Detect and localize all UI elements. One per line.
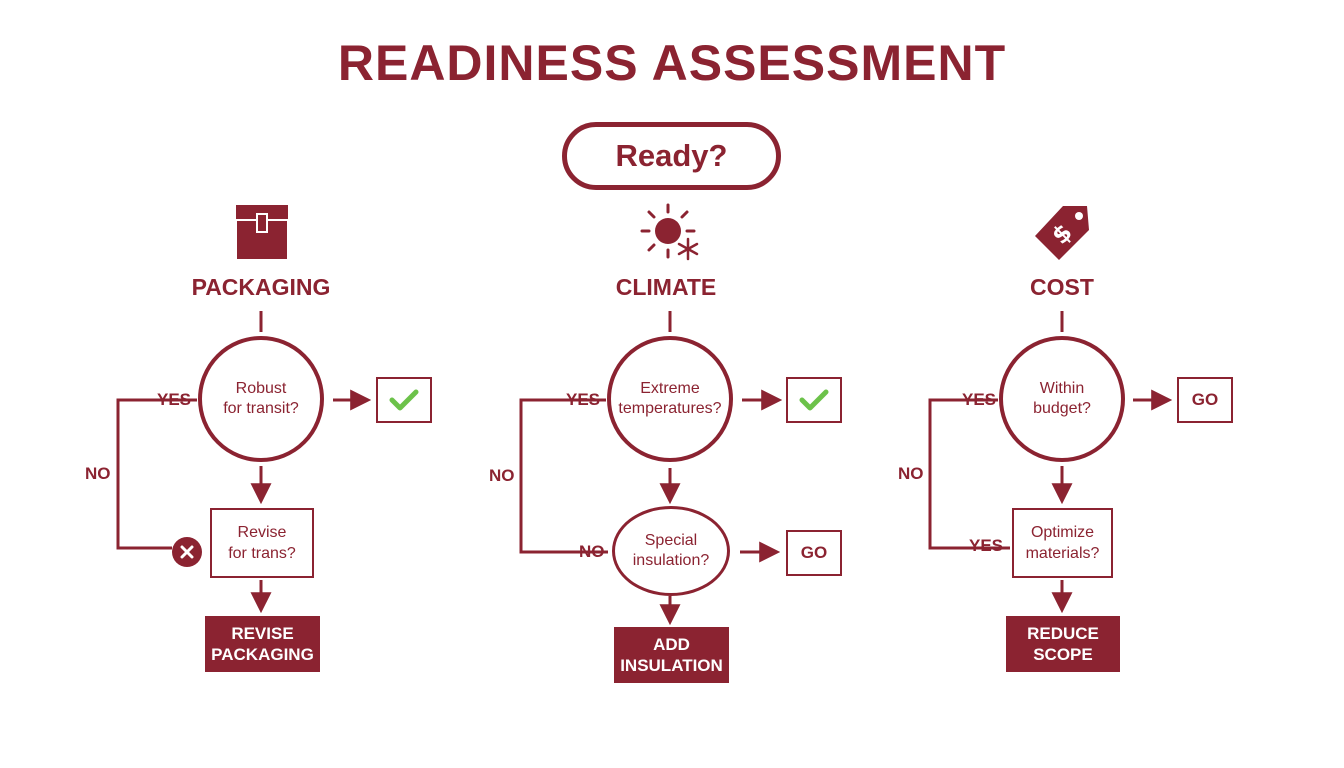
label-no: NO (898, 464, 924, 483)
package-box-icon (236, 205, 288, 259)
column-heading-cost: COST (1030, 274, 1094, 300)
action-add-insulation: ADD INSULATION (614, 627, 729, 683)
decision-special-insulation: Special insulation? (612, 506, 730, 596)
price-tag-icon: $ (1035, 206, 1089, 260)
packaging-no-branch-line (116, 398, 197, 550)
cost-no-branch-line (928, 398, 1010, 550)
decision-robust-for-transit: Robust for transit? (198, 336, 324, 462)
label-no: NO (85, 464, 111, 483)
decision-extreme-temperatures: Extreme temperatures? (607, 336, 733, 462)
x-circle-icon (172, 537, 202, 567)
checkmark-icon (389, 389, 419, 411)
checkmark-icon (799, 389, 829, 411)
page-title: READINESS ASSESSMENT (337, 35, 1007, 91)
result-go: GO (786, 530, 842, 576)
label-yes: YES (969, 536, 1004, 555)
step-optimize-materials: Optimize materials? (1012, 508, 1113, 578)
label-yes: YES (157, 390, 192, 409)
column-heading-climate: CLIMATE (615, 274, 717, 300)
label-no: NO (489, 466, 515, 485)
sun-snowflake-icon (640, 203, 701, 262)
label-yes: YES (566, 390, 601, 409)
column-heading-packaging: PACKAGING (191, 274, 331, 300)
climate-no-branch-line (519, 398, 608, 554)
label-yes: YES (962, 390, 997, 409)
action-revise-packaging: REVISE PACKAGING (205, 616, 320, 672)
step-revise-for-trans: Revise for trans? (210, 508, 314, 578)
result-approved (786, 377, 842, 423)
decision-within-budget: Within budget? (999, 336, 1125, 462)
start-node: Ready? (562, 122, 781, 190)
label-no: NO (579, 542, 605, 561)
result-go: GO (1177, 377, 1233, 423)
action-reduce-scope: REDUCE SCOPE (1006, 616, 1120, 672)
result-approved (376, 377, 432, 423)
